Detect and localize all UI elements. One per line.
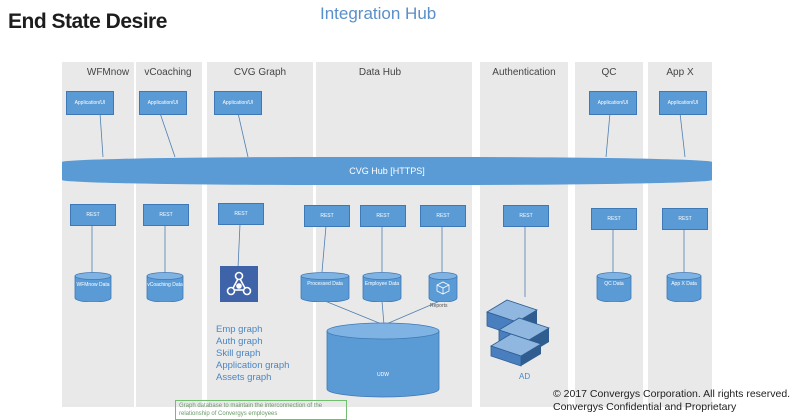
rest-node-processed: REST: [304, 205, 350, 227]
application-box-cvg-graph: Application/UI: [214, 91, 262, 115]
column-app-x: [648, 62, 712, 407]
column-cvg-graph: [207, 62, 313, 407]
ad-server-icon: [485, 296, 557, 368]
graph-database-icon: [220, 266, 258, 302]
column-header-wfmnow: WFMnow: [86, 67, 130, 78]
column-header-authentication: Authentication: [492, 67, 556, 78]
column-header-app-x: App X: [666, 67, 694, 78]
page-title: End State Desire: [8, 10, 167, 33]
ad-label: AD: [519, 372, 531, 381]
data-store-qc: QC Data: [596, 272, 632, 302]
column-qc: [575, 62, 643, 407]
udw-cylinder: UDW: [326, 322, 440, 398]
reports-label: Reports: [430, 303, 448, 309]
data-store-wfmnow: WFMnow Data: [74, 272, 112, 302]
copyright-notice: © 2017 Convergys Corporation. All rights…: [553, 388, 790, 414]
data-store-vcoaching: vCoaching Data: [146, 272, 184, 302]
data-store-label: Processed Data: [307, 281, 343, 287]
column-header-data-hub: Data Hub: [358, 67, 402, 78]
data-store-label: WFMnow Data: [76, 282, 110, 288]
rest-node-authentication: REST: [503, 205, 549, 227]
graph-note: Graph database to maintain the interconn…: [175, 400, 347, 420]
rest-node-employee: REST: [360, 205, 406, 227]
column-header-vcoaching: vCoaching: [144, 67, 192, 78]
graph-item: Emp graph: [216, 324, 263, 335]
rest-node-cvg-graph: REST: [218, 203, 264, 225]
data-store-label: vCoaching Data: [147, 282, 183, 288]
data-store-app-x: App X Data: [666, 272, 702, 302]
application-box-wfmnow: Application/UI: [66, 91, 114, 115]
data-store-employee: Employee Data: [362, 272, 402, 302]
column-vcoaching: [136, 62, 202, 407]
graph-item: Application graph: [216, 360, 290, 371]
graph-item: Auth graph: [216, 336, 263, 347]
cvg-hub-band: CVG Hub [HTTPS]: [62, 157, 712, 185]
reports-cube: [428, 272, 458, 302]
application-box-vcoaching: Application/UI: [139, 91, 187, 115]
rest-node-qc: REST: [591, 208, 637, 230]
data-store-label: Employee Data: [364, 281, 400, 287]
application-box-app-x: Application/UI: [659, 91, 707, 115]
graph-list: Emp graph Auth graph Skill graph Applica…: [216, 324, 289, 384]
column-header-cvg-graph: CVG Graph: [233, 67, 287, 78]
copyright-line: © 2017 Convergys Corporation. All rights…: [553, 388, 791, 400]
rest-node-app-x: REST: [662, 208, 708, 230]
diagram-title: Integration Hub: [320, 4, 437, 23]
udw-label: UDW: [377, 372, 389, 378]
rest-node-reports: REST: [420, 205, 466, 227]
data-store-label: App X Data: [671, 281, 697, 287]
confidential-line: Convergys Confidential and Proprietary: [553, 401, 737, 413]
rest-node-wfmnow: REST: [70, 204, 116, 226]
graph-item: Skill graph: [216, 348, 261, 359]
column-wfmnow: [62, 62, 134, 407]
data-store-processed: Processed Data: [300, 272, 350, 302]
graph-item: Assets graph: [216, 372, 272, 383]
rest-node-vcoaching: REST: [143, 204, 189, 226]
data-store-label: QC Data: [604, 281, 624, 287]
column-header-qc: QC: [601, 67, 617, 78]
application-box-qc: Application/UI: [589, 91, 637, 115]
